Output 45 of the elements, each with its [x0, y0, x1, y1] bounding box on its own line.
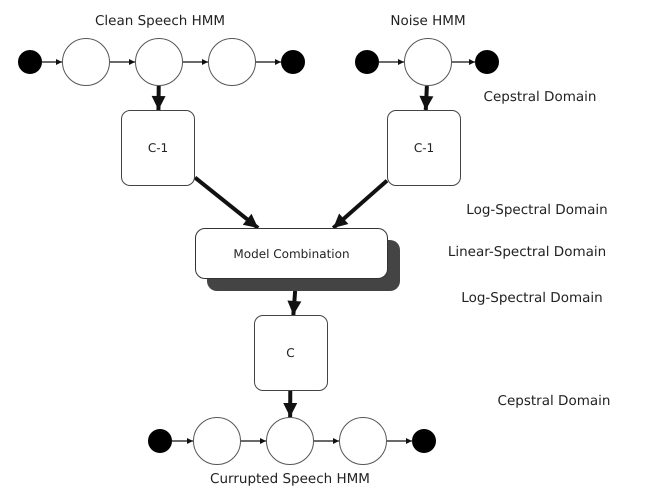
box-text: Model Combination [233, 246, 350, 260]
process-box [387, 110, 461, 186]
arrow [283, 390, 298, 418]
domain-label: Linear-Spectral Domain [448, 244, 606, 260]
arrow [387, 438, 412, 444]
state-circle [208, 38, 256, 86]
state-circle [404, 38, 452, 86]
arrow [42, 59, 62, 65]
state-circle [266, 417, 314, 465]
arrow [194, 176, 260, 230]
arrow [172, 438, 193, 444]
state-circle [135, 38, 183, 86]
arrow [332, 179, 388, 230]
arrow [419, 86, 434, 110]
domain-label: Cepstral Domain [484, 89, 596, 105]
arrow [256, 59, 281, 65]
state-circle [339, 417, 387, 465]
state-dot [475, 50, 499, 74]
state-dot [412, 429, 436, 453]
domain-label: Log-Spectral Domain [466, 202, 608, 218]
arrow [183, 59, 208, 65]
arrow [110, 59, 135, 65]
domain-label: Log-Spectral Domain [461, 290, 603, 306]
arrow [287, 290, 302, 316]
state-circle [193, 417, 241, 465]
process-box-with-shadow [195, 228, 400, 291]
model-title: Clean Speech HMM [94, 13, 226, 29]
domain-label: Cepstral Domain [498, 393, 610, 409]
arrow [152, 86, 166, 110]
model-title: Currupted Speech HMM [210, 471, 370, 487]
state-circle [62, 38, 110, 86]
arrow [452, 59, 475, 65]
state-dot [355, 50, 379, 74]
state-dot [148, 429, 172, 453]
box-text: C-1 [148, 141, 168, 155]
state-dot [281, 50, 305, 74]
model-title: Noise HMM [390, 13, 466, 29]
arrow [314, 438, 339, 444]
box-text: C-1 [414, 141, 434, 155]
state-dot [18, 50, 42, 74]
box-text: C [286, 346, 295, 360]
process-box [254, 315, 328, 391]
arrow [241, 438, 266, 444]
arrow [379, 59, 404, 65]
process-box [121, 110, 195, 186]
